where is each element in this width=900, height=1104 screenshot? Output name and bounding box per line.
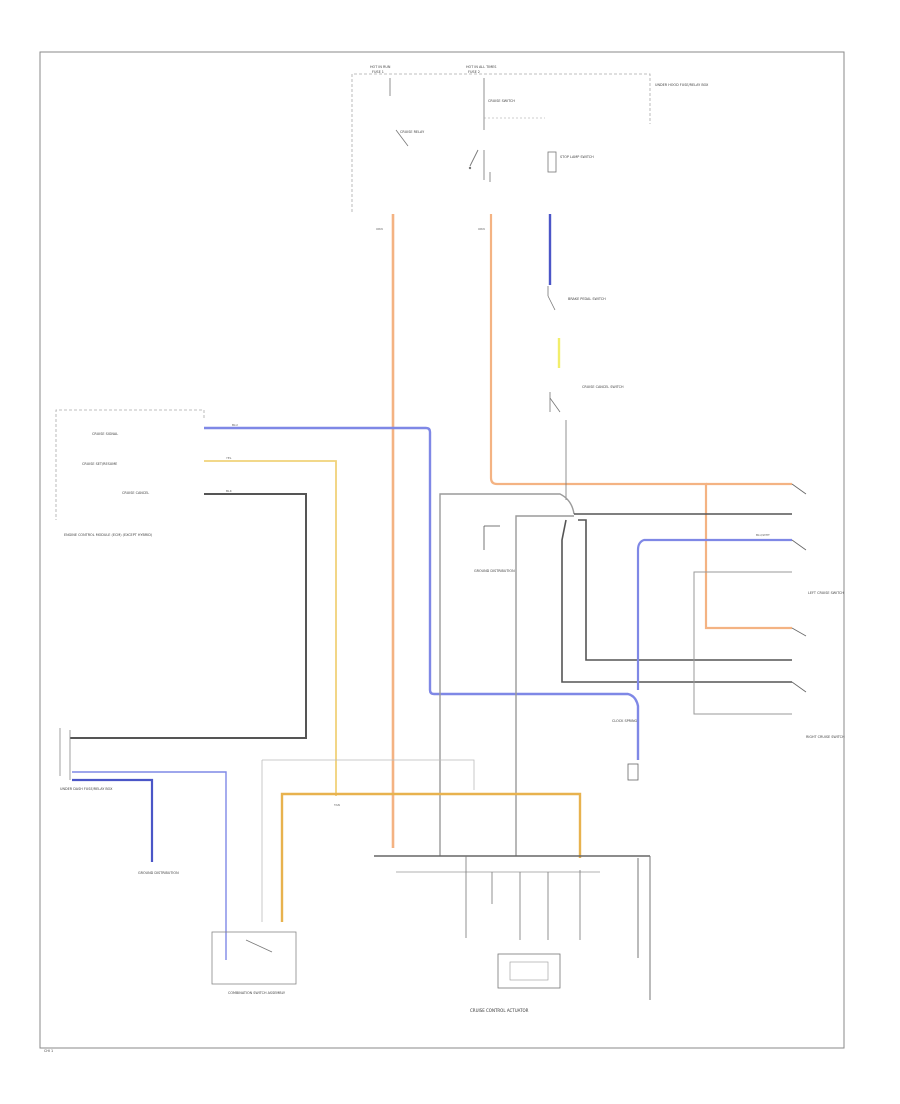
wire-blue-ground xyxy=(72,778,154,862)
ecm-box: CRUISE SIGNAL CRUISE SET/RESUME CRUISE C… xyxy=(55,409,205,537)
wire-gray-rh xyxy=(693,571,792,715)
combo-switch-label: COMBINATION SWITCH ASSEMBLY xyxy=(228,991,286,995)
wire-black-main xyxy=(70,493,307,739)
wire-black-right-loop2 xyxy=(561,519,792,683)
diagram-border xyxy=(39,51,845,1049)
top-fuse-block: HOT IN RUN FUSE 1 HOT IN ALL TIMES FUSE … xyxy=(351,65,709,212)
footer-code: CHI 1 xyxy=(44,1049,53,1053)
combination-switch: COMBINATION SWITCH ASSEMBLY xyxy=(211,931,297,995)
fuse-box-left-label: UNDER DASH FUSE/RELAY BOX xyxy=(60,787,113,791)
ecm-pin3-label: CRUISE CANCEL xyxy=(122,491,149,495)
clock-spring: CLOCK SPRING xyxy=(612,719,639,781)
right-switches: LEFT CRUISE SWITCH RIGHT CRUISE SWITCH xyxy=(791,483,845,739)
wire-gold-bottom xyxy=(280,792,582,922)
wire-code-black-top: BLK xyxy=(226,489,233,493)
wire-blue-right xyxy=(636,538,792,690)
steering-right-label: RIGHT CRUISE SWITCH xyxy=(806,735,845,739)
wire-gray-top xyxy=(439,493,575,856)
relay-left-label: CRUISE RELAY xyxy=(400,130,425,134)
fuse-hot-run-right-label: HOT IN ALL TIMES xyxy=(466,65,496,69)
wire-blue-lower xyxy=(72,771,227,960)
cruise-cancel-switch-label: CRUISE CANCEL SWITCH xyxy=(582,385,624,389)
wire-black-right-loop xyxy=(578,519,792,661)
ground-b-label: GROUND DISTRIBUTION xyxy=(138,871,179,875)
wire-code-orange-right: ORN xyxy=(478,227,485,231)
wire-yellow-main xyxy=(204,460,337,796)
wire-code-orange-left: ORN xyxy=(376,227,383,231)
ecm-pin2-label: CRUISE SET/RESUME xyxy=(82,462,117,466)
clock-spring-label: CLOCK SPRING xyxy=(612,719,638,723)
fuse-block-title: UNDER HOOD FUSE/RELAY BOX xyxy=(655,83,709,87)
actuator-label: CRUISE CONTROL ACTUATOR xyxy=(470,1008,529,1013)
wire-gray-lower xyxy=(515,515,574,856)
wire-code-gold-bottom: TAN xyxy=(333,803,340,807)
fuse-hot-run-left-label: HOT IN RUN xyxy=(370,65,391,69)
wire-code-blue-right: BLU/WHT xyxy=(756,533,770,537)
ground-a-label: GROUND DISTRIBUTION xyxy=(474,569,515,573)
stop-switch-label: STOP LAMP SWITCH xyxy=(560,155,594,159)
ecm-pin1-label: CRUISE SIGNAL xyxy=(92,432,118,436)
fuse-hot-run-right-sub: FUSE 2 xyxy=(468,70,480,74)
fuse-hot-run-left-sub: FUSE 1 xyxy=(372,70,384,74)
actuator-assembly: CRUISE CONTROL ACTUATOR xyxy=(374,855,651,1013)
wire-code-yellow-top: YEL xyxy=(226,456,232,460)
relay-right-label: CRUISE SWITCH xyxy=(488,99,515,103)
wire-orange-right xyxy=(489,214,792,630)
brake-pedal-switch: BRAKE PEDAL SWITCH CRUISE CANCEL SWITCH xyxy=(547,286,624,500)
ground-a: GROUND DISTRIBUTION xyxy=(474,525,515,573)
wire-blue-main xyxy=(204,426,640,760)
ecm-title: ENGINE CONTROL MODULE (ECM) (EXCEPT HYBR… xyxy=(64,533,153,537)
steering-left-label: LEFT CRUISE SWITCH xyxy=(808,591,844,595)
wire-code-blue-top: BLU xyxy=(232,423,238,427)
left-fuse-box: UNDER DASH FUSE/RELAY BOX xyxy=(59,728,113,791)
brake-switch-label: BRAKE PEDAL SWITCH xyxy=(568,297,606,301)
